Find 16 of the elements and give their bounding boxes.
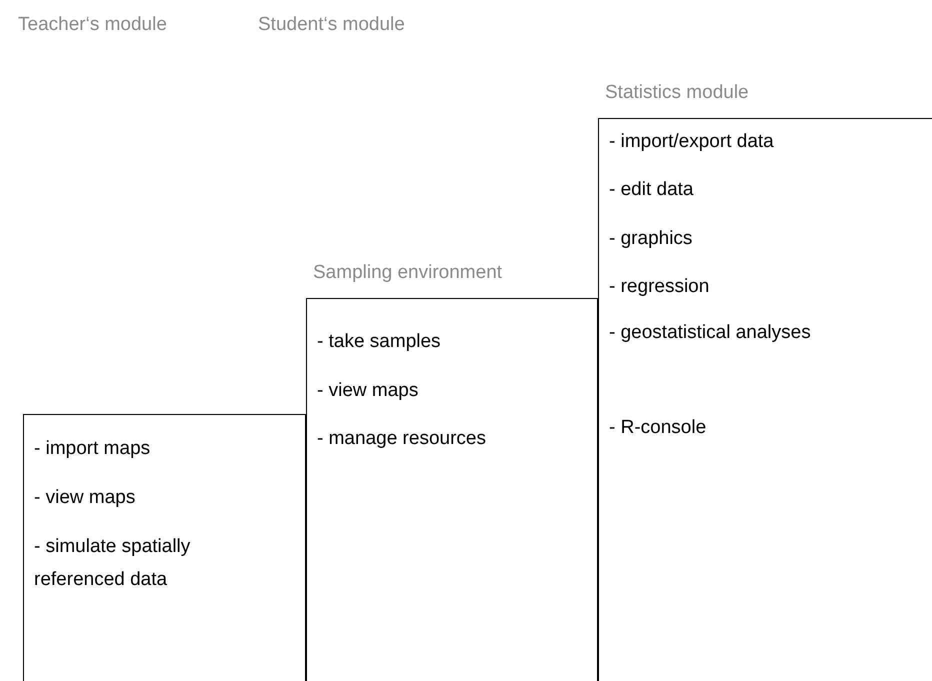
module-label: Teacher‘s module — [18, 14, 167, 36]
module-label: Student‘s module — [258, 14, 405, 36]
list-item: - regression — [609, 275, 710, 299]
panel-heading: Statistics module — [605, 82, 749, 104]
list-item: - geostatistical analyses — [609, 321, 812, 345]
list-item: - import maps — [34, 437, 152, 461]
list-item: - view maps — [317, 379, 420, 403]
list-item: - R-console — [609, 416, 708, 440]
list-item: - take samples — [317, 330, 442, 354]
list-item: - simulate spatially referenced data — [34, 535, 192, 592]
list-item: - import/export data — [609, 130, 775, 154]
list-item: - graphics — [609, 227, 694, 251]
list-item: - manage resources — [317, 427, 487, 451]
panel-heading: Sampling environment — [313, 262, 502, 284]
list-item: - edit data — [609, 178, 694, 202]
list-item: - view maps — [34, 486, 136, 510]
